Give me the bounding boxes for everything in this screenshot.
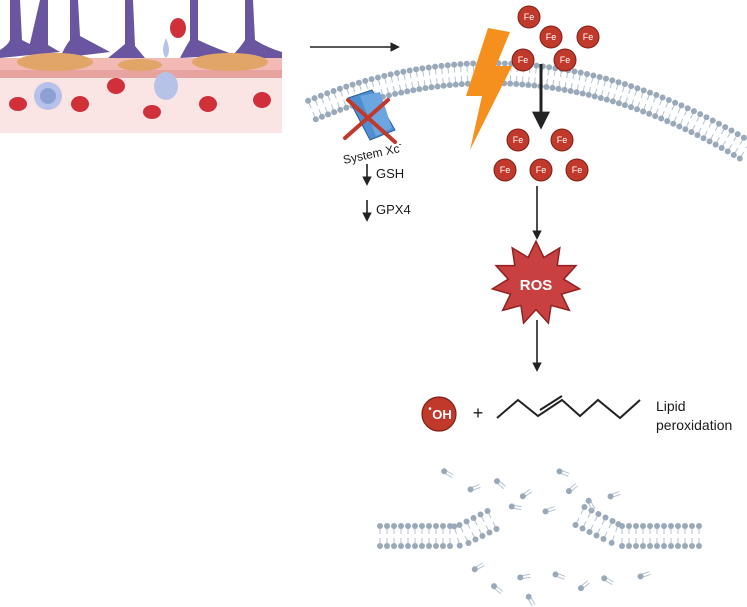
gpx4-label: GPX4 [376,202,411,217]
iron-label: Fe [513,135,524,145]
iron-ion-icon: Fe [565,158,589,182]
ruptured-membrane-icon [377,468,702,607]
transporter-icon [343,89,397,144]
iron-label: Fe [524,12,535,22]
iron-label: Fe [572,165,583,175]
ros-label: ROS [520,277,553,294]
gsh-label: GSH [376,166,404,181]
lipid-peroxidation-label-line1: Lipid [656,398,686,414]
iron-label: Fe [518,55,529,65]
iron-label: Fe [557,135,568,145]
hydroxyl-radical-icon: • OH [421,396,457,432]
cell-membrane [305,60,747,162]
iron-ion-icon: Fe [506,128,530,152]
iron-ion-icon: Fe [493,158,517,182]
iron-ion-icon: Fe [517,5,541,29]
iron-ion-icon: Fe [576,25,600,49]
iron-ion-icon: Fe [511,48,535,72]
inhibition-cross-icon [343,98,397,144]
lightning-icon [466,28,512,150]
iron-label: Fe [546,32,557,42]
tissue-illustration [0,0,282,133]
iron-label: Fe [560,55,571,65]
lipid-peroxidation-label-line2: peroxidation [656,417,732,433]
iron-label: Fe [536,165,547,175]
iron-ion-icon: Fe [553,48,577,72]
ros-burst-icon: ROS [490,239,582,325]
hydroxyl-dot: • [428,404,432,415]
plus-sign: + [473,403,484,423]
hydroxyl-label: OH [432,407,452,422]
iron-label: Fe [583,32,594,42]
iron-label: Fe [500,165,511,175]
iron-ion-icon: Fe [529,158,553,182]
iron-ion-icon: Fe [550,128,574,152]
transporter-label: System Xc- [341,139,403,167]
lipid-chain-icon [496,398,641,420]
iron-ion-icon: Fe [539,25,563,49]
